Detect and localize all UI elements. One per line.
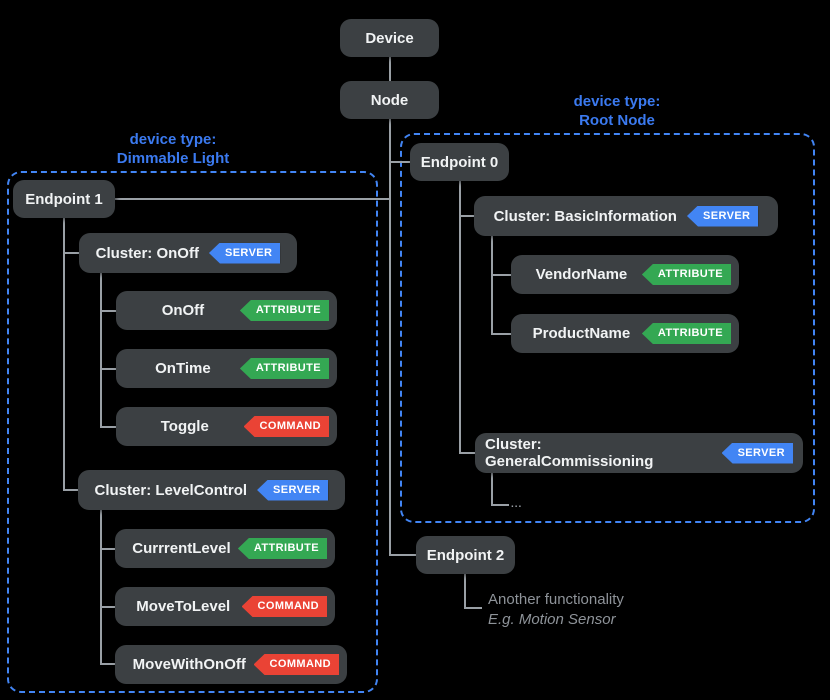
server-badge: SERVER xyxy=(686,205,759,227)
server-badge: SERVER xyxy=(721,442,793,464)
item-productname: ProductName ATTRIBUTE xyxy=(511,314,739,353)
item-label: OnTime xyxy=(155,360,211,377)
command-badge: COMMAND xyxy=(253,654,339,675)
caption-name: Dimmable Light xyxy=(116,150,230,167)
item-label: MoveToLevel xyxy=(136,598,231,615)
node-endpoint-0: Endpoint 0 xyxy=(410,143,509,181)
connector-line xyxy=(63,216,65,490)
server-badge: SERVER xyxy=(257,479,329,501)
connector-line xyxy=(491,333,512,335)
attribute-badge: ATTRIBUTE xyxy=(641,264,731,285)
caption-root-node: device type: Root Node xyxy=(467,92,767,130)
node-label: Endpoint 2 xyxy=(426,546,505,564)
connector-line xyxy=(389,57,391,81)
connector-line xyxy=(100,426,117,428)
node-endpoint-2: Endpoint 2 xyxy=(416,536,515,574)
connector-line xyxy=(100,510,102,664)
node-label: Device xyxy=(365,29,414,47)
node-label: Node xyxy=(370,91,409,109)
caption-dimmable-light: device type: Dimmable Light xyxy=(23,130,323,168)
cluster-basicinformation: Cluster: BasicInformation SERVER xyxy=(474,196,778,236)
node-label: Endpoint 0 xyxy=(420,153,499,171)
ellipsis-more-items: ... xyxy=(511,499,523,510)
note-line-2: E.g. Motion Sensor xyxy=(488,611,616,628)
item-ontime: OnTime ATTRIBUTE xyxy=(116,349,337,388)
item-toggle: Toggle COMMAND xyxy=(116,407,337,446)
attribute-badge: ATTRIBUTE xyxy=(641,323,731,344)
node-endpoint-1: Endpoint 1 xyxy=(13,180,115,218)
cluster-label: Cluster: OnOff xyxy=(95,244,199,262)
command-badge: COMMAND xyxy=(241,596,327,617)
item-vendorname: VendorName ATTRIBUTE xyxy=(511,255,739,294)
caption-prefix: device type: xyxy=(573,93,661,110)
cluster-onoff: Cluster: OnOff SERVER xyxy=(79,233,297,273)
endpoint-2-note: Another functionality E.g. Motion Sensor xyxy=(488,590,624,630)
connector-line xyxy=(491,274,512,276)
connector-line xyxy=(491,504,509,506)
cluster-label: Cluster: LevelControl xyxy=(94,481,248,499)
connector-line xyxy=(459,181,461,453)
connector-line xyxy=(389,554,417,556)
item-label: MoveWithOnOff xyxy=(132,656,246,673)
item-movetolevel: MoveToLevel COMMAND xyxy=(115,587,335,626)
attribute-badge: ATTRIBUTE xyxy=(239,358,329,379)
item-label: OnOff xyxy=(161,302,205,319)
connector-line xyxy=(464,574,466,609)
attribute-badge: ATTRIBUTE xyxy=(237,538,327,559)
item-movewithonoff: MoveWithOnOff COMMAND xyxy=(115,645,347,684)
connector-line xyxy=(100,368,117,370)
connector-line xyxy=(100,273,102,427)
group-frame-root-node xyxy=(400,133,815,523)
group-frame-dimmable-light xyxy=(7,171,378,693)
item-label: CurrrentLevel xyxy=(132,540,231,557)
caption-prefix: device type: xyxy=(129,131,217,148)
item-label: Toggle xyxy=(160,418,209,435)
item-label: ProductName xyxy=(532,325,631,342)
cluster-levelcontrol: Cluster: LevelControl SERVER xyxy=(78,470,345,510)
node-device: Device xyxy=(340,19,439,57)
connector-line xyxy=(100,606,116,608)
caption-name: Root Node xyxy=(579,112,655,129)
connector-line xyxy=(389,119,391,556)
connector-line xyxy=(114,198,390,200)
connector-line xyxy=(459,215,475,217)
attribute-badge: ATTRIBUTE xyxy=(239,300,329,321)
node-node: Node xyxy=(340,81,439,119)
connector-line xyxy=(63,252,80,254)
item-onoff: OnOff ATTRIBUTE xyxy=(116,291,337,330)
item-label: VendorName xyxy=(535,266,628,283)
connector-line xyxy=(63,489,79,491)
cluster-label: Cluster: GeneralCommissioning xyxy=(485,436,654,470)
connector-line xyxy=(459,452,476,454)
connector-line xyxy=(389,161,411,163)
command-badge: COMMAND xyxy=(243,416,329,437)
connector-line xyxy=(491,236,493,334)
server-badge: SERVER xyxy=(208,242,281,264)
connector-line xyxy=(464,607,482,609)
cluster-generalcommissioning: Cluster: GeneralCommissioning SERVER xyxy=(475,433,803,473)
note-line-1: Another functionality xyxy=(488,591,624,608)
connector-line xyxy=(491,472,493,506)
cluster-label: Cluster: BasicInformation xyxy=(493,207,677,225)
connector-line xyxy=(100,310,117,312)
connector-line xyxy=(100,548,116,550)
connector-line xyxy=(100,663,116,665)
item-currrentlevel: CurrrentLevel ATTRIBUTE xyxy=(115,529,335,568)
node-label: Endpoint 1 xyxy=(25,190,103,208)
